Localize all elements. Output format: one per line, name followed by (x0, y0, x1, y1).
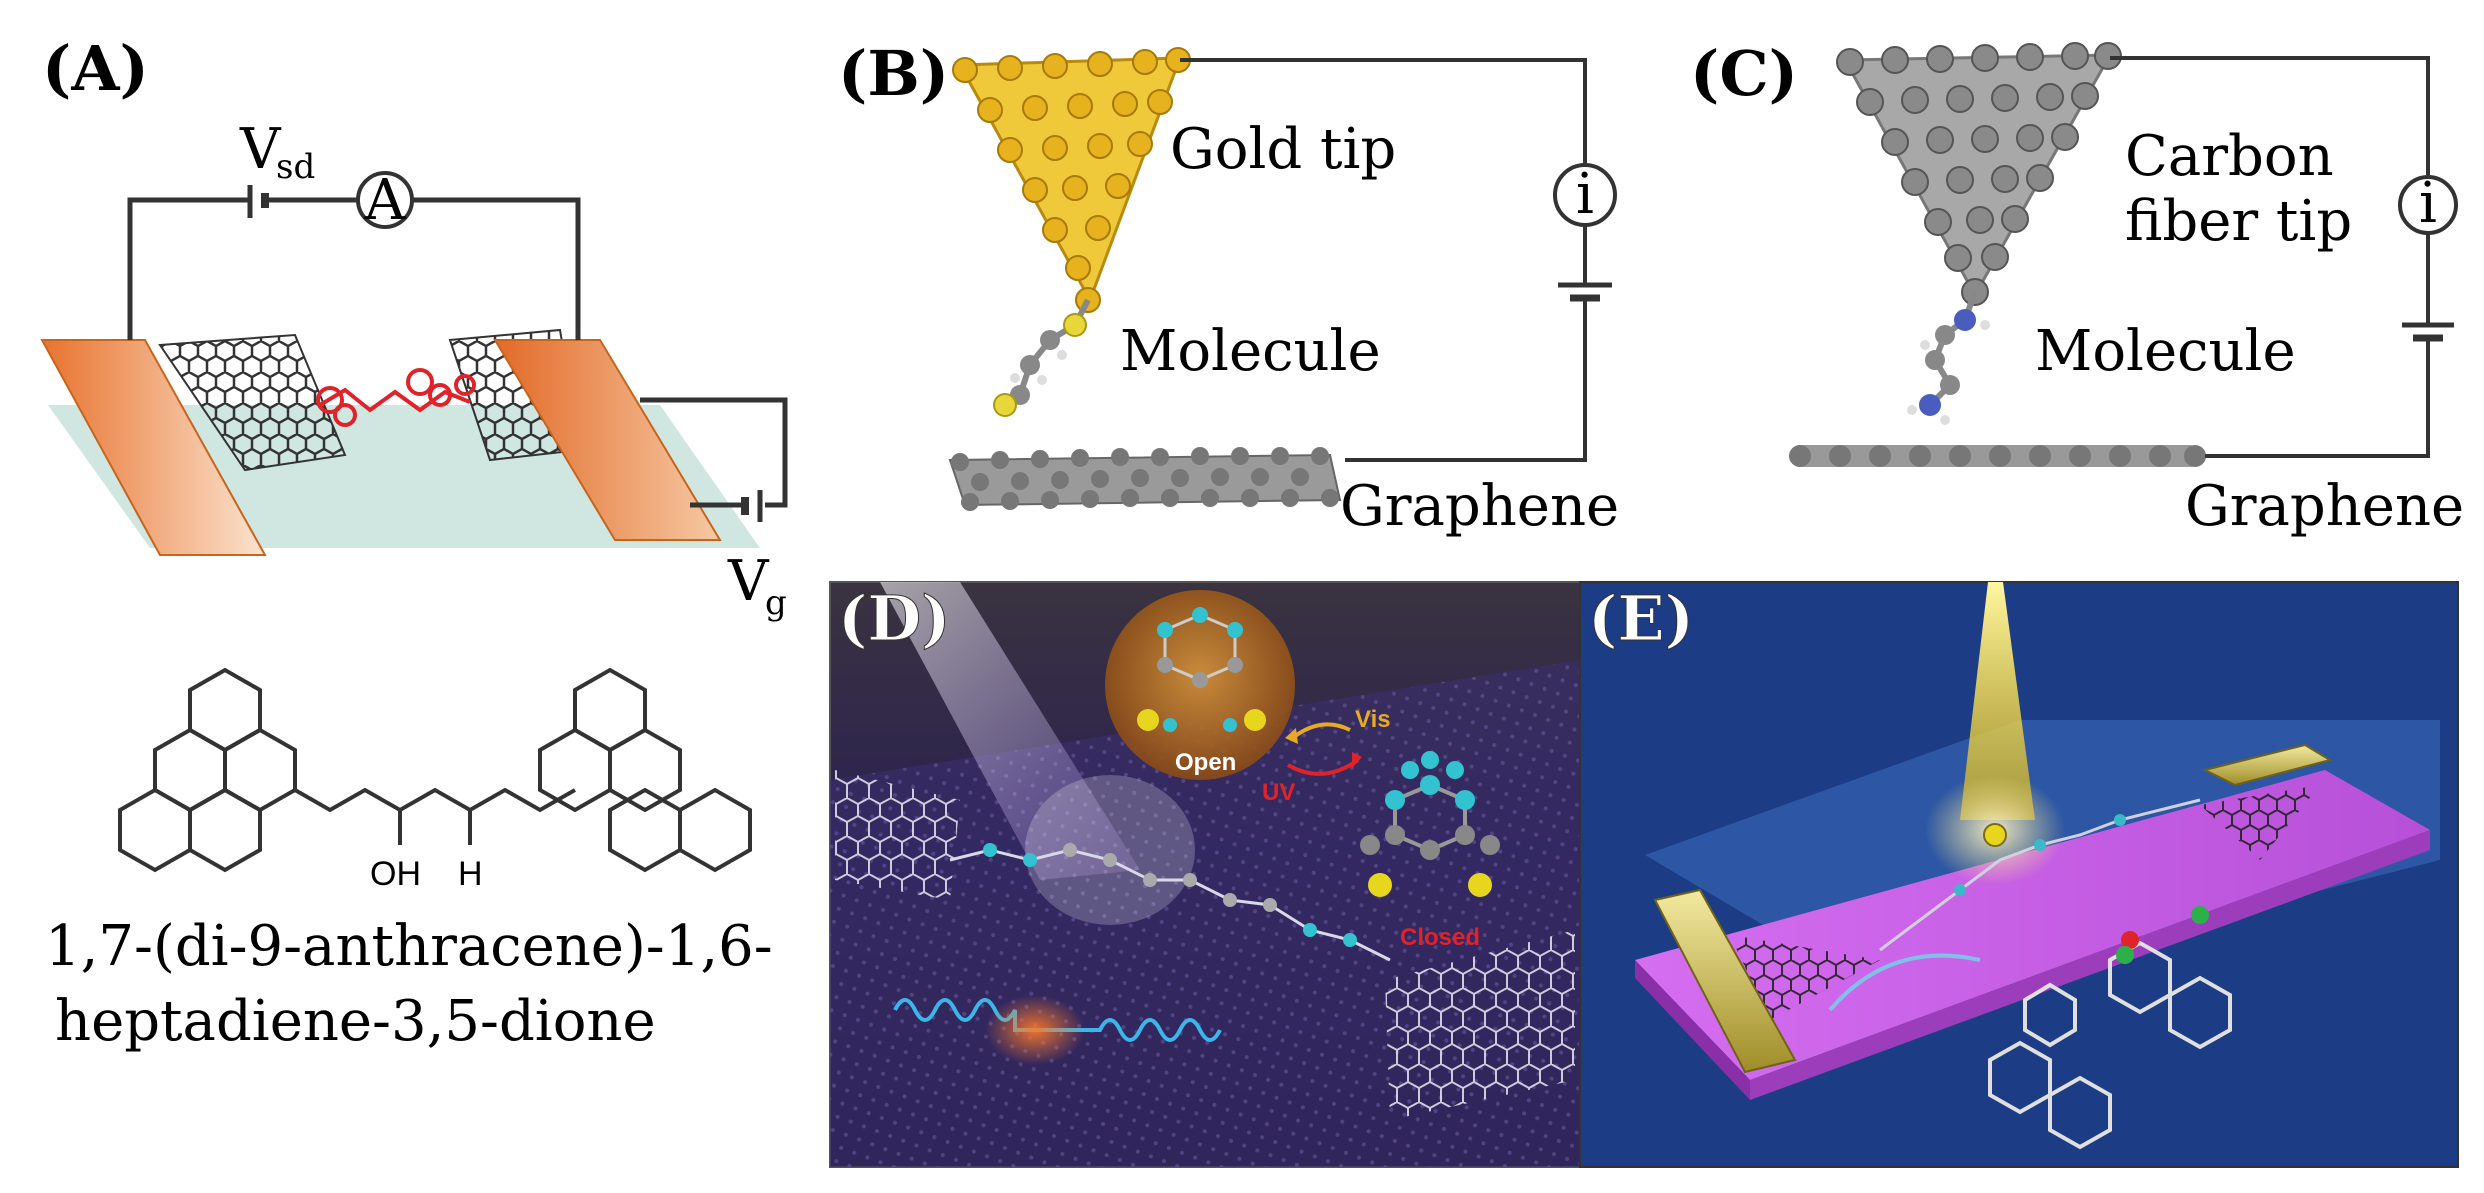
molecule-b (993, 298, 1091, 417)
graphene-c (1789, 445, 2206, 467)
panel-c: (C) (1690, 37, 2464, 539)
panel-a-label: (A) (42, 32, 149, 105)
molecule-glow (1025, 775, 1195, 925)
gold-tip (952, 47, 1191, 313)
vsd-label: V (239, 117, 282, 182)
graphene-b (948, 447, 1342, 511)
uv-arrow (1287, 758, 1360, 776)
wire-gate (640, 397, 788, 508)
gold-tip-label: Gold tip (1170, 117, 1396, 182)
panel-b-label: (B) (838, 37, 949, 110)
chem-h-label: H (458, 855, 483, 893)
vg-label: V (727, 549, 770, 614)
ammeter-label: A (364, 168, 406, 233)
light-beam-e (1960, 582, 2035, 820)
molecule-b-label: Molecule (1120, 319, 1381, 384)
carbon-tip-label-2: fiber tip (2125, 189, 2352, 254)
circuit-c-bottom (2205, 338, 2430, 458)
current-label-c: i (2419, 171, 2437, 236)
light-beam-d (880, 582, 1140, 880)
electrode-e-left (1653, 888, 1797, 1074)
electrode-source (40, 339, 267, 556)
current-label-b: i (1576, 162, 1594, 227)
vis-label: Vis (1355, 706, 1391, 733)
uv-label: UV (1262, 779, 1295, 806)
device-substrate (1635, 770, 2430, 1080)
vsd-subscript: sd (276, 147, 315, 187)
chem-oh-label: OH (370, 855, 421, 893)
wire-left (127, 197, 250, 340)
electrode-e-right (2202, 743, 2333, 787)
panel-a: (A) A V sd V g (40, 32, 788, 1054)
vg-subscript: g (765, 583, 787, 623)
circuit-b-top (1180, 58, 1587, 165)
reaction-arrow (1828, 953, 1981, 1012)
graphene-b-label: Graphene (1340, 474, 1619, 539)
wire-right (412, 197, 581, 340)
open-isomer (1137, 607, 1266, 732)
chemical-structure (118, 667, 752, 873)
closed-isomer (1360, 751, 1500, 897)
panel-c-label: (C) (1690, 37, 1798, 110)
product-molecule (1988, 940, 2232, 1150)
red-molecule (316, 368, 476, 427)
closed-label: Closed (1400, 924, 1480, 951)
electrode-drain (493, 339, 722, 541)
graphene-left (158, 333, 347, 472)
open-label: Open (1175, 749, 1236, 776)
panel-e-label: (E) (1588, 582, 1694, 655)
signal-glow (985, 995, 1085, 1065)
circuit-b-bottom (1345, 298, 1587, 462)
carbon-tip-label-1: Carbon (2125, 124, 2334, 189)
carbon-tip (1836, 42, 2122, 306)
panel-b: (B) (838, 37, 1619, 539)
panel-e: (E) (1579, 581, 2459, 1168)
panel-d-label: (D) (838, 582, 950, 655)
molecule-c-label: Molecule (2035, 319, 2296, 384)
graphene-c-label: Graphene (2185, 474, 2464, 539)
panel-d: Open Vis UV Closed (D) (829, 581, 1581, 1168)
caption-line-1: 1,7-(di-9-anthracene)-1,6- (45, 914, 773, 979)
molecule-c (1907, 290, 1990, 425)
circuit-c-top (2110, 56, 2430, 175)
caption-line-2: heptadiene-3,5-dione (55, 989, 656, 1054)
